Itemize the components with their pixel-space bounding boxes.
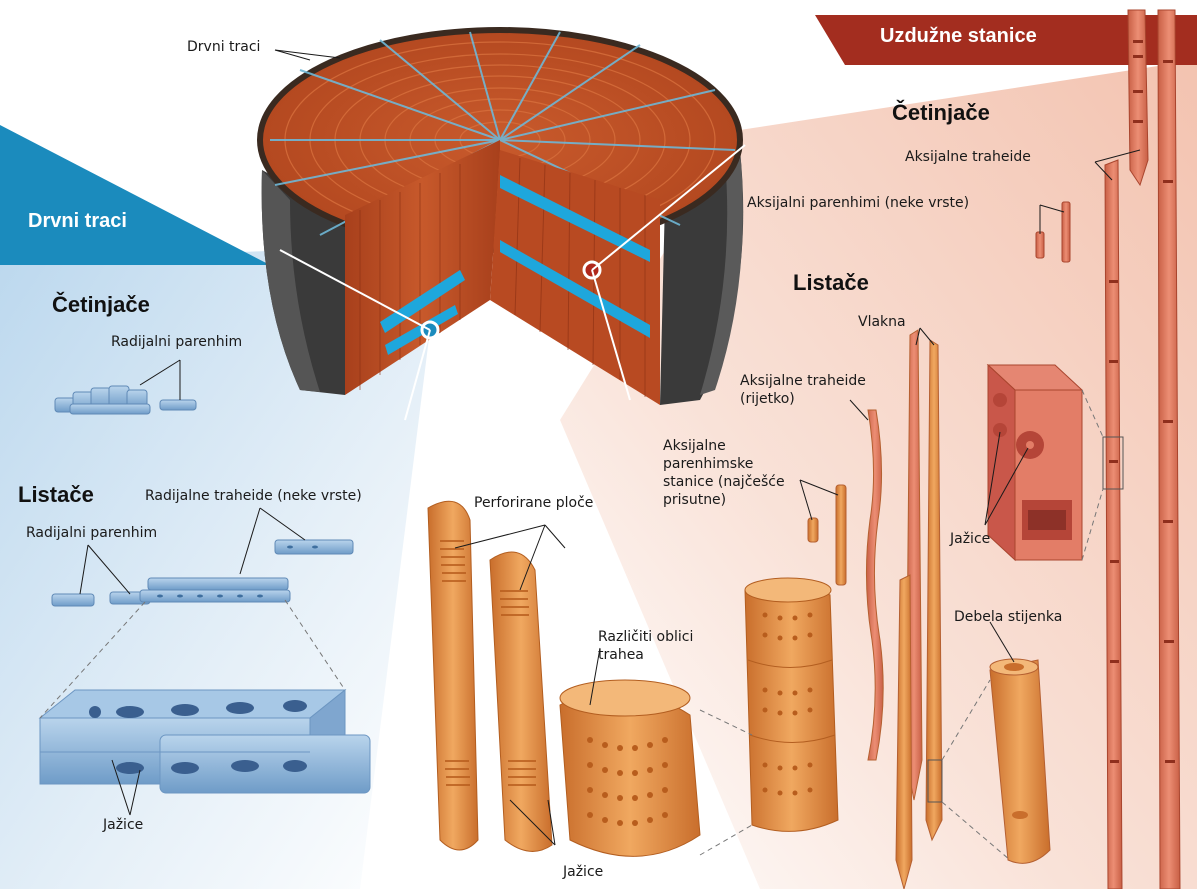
conifer-axial-tracheids-label: Aksijalne traheide — [905, 148, 1031, 166]
rays-conifers-heading: Četinjače — [52, 292, 150, 318]
vessel-pits-label: Jažice — [563, 863, 603, 881]
perforation-plates-label: Perforirane ploče — [474, 494, 593, 512]
hardwood-radial-parenchyma-label: Radijalni parenhim — [26, 524, 157, 542]
rays-hardwoods-heading: Listače — [18, 482, 94, 508]
vessel-shapes-label: Različiti oblici trahea — [598, 628, 728, 664]
hardwood-axial-parenchyma-label: Aksijalne parenhimske stanice (najčešće … — [663, 437, 803, 509]
thick-wall-label: Debela stijenka — [954, 608, 1062, 626]
longitudinal-hardwoods-heading: Listače — [793, 270, 869, 296]
conifer-axial-parenchyma-label: Aksijalni parenhimi (neke vrste) — [747, 194, 969, 212]
conifer-radial-parenchyma-label: Radijalni parenhim — [111, 333, 242, 351]
fiber-pits-label: Jažice — [950, 530, 990, 548]
longitudinal-conifers-heading: Četinjače — [892, 100, 990, 126]
fibers-label: Vlakna — [858, 313, 906, 331]
longitudinal-banner-title: Uzdužne stanice — [880, 25, 1037, 48]
rays-banner-title: Drvni traci — [28, 210, 127, 233]
hardwood-axial-tracheids-label: Aksijalne traheide (rijetko) — [740, 372, 880, 408]
radial-tracheids-label: Radijalne traheide (neke vrste) — [145, 487, 362, 505]
ray-pits-label: Jažice — [103, 816, 143, 834]
rays-banner — [0, 125, 270, 265]
log-rays-label: Drvni traci — [187, 38, 260, 56]
enlarged-ray-cell-block — [40, 690, 370, 793]
log-illustration — [260, 30, 743, 405]
